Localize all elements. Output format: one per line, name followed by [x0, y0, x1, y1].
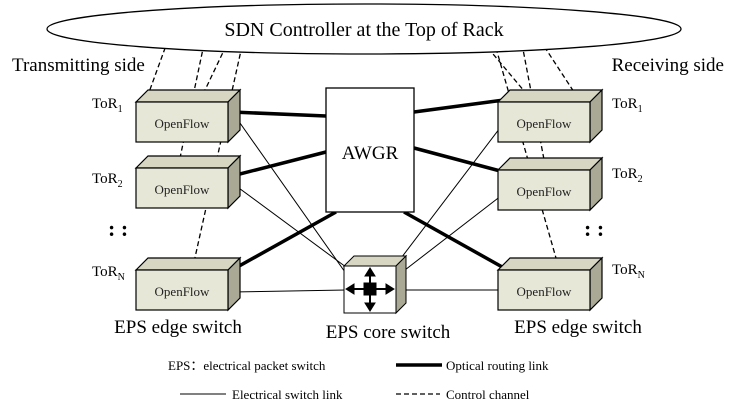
controller-label: SDN Controller at the Top of Rack [224, 19, 503, 41]
legend-control-label: Control channel [446, 387, 530, 402]
tor-label-subscript: 1 [118, 104, 123, 115]
tor-label-prefix: ToR [92, 264, 118, 280]
tor-switch-left-N: OpenFlow ToRN [92, 256, 242, 312]
sdn-controller: SDN Controller at the Top of Rack [46, 3, 682, 55]
tor-label-1: ToR1 [612, 96, 643, 115]
receiving-side-label: Receiving side [612, 55, 724, 76]
tor-box-front [135, 101, 229, 143]
openflow-label: OpenFlow [517, 284, 573, 299]
core-switch-top [342, 255, 408, 267]
tor-box-top [134, 155, 242, 169]
optical-link [231, 110, 327, 118]
electrical-link [391, 119, 507, 271]
tor-switch-left-2: OpenFlow ToR2 [92, 154, 242, 210]
optical-link [231, 150, 327, 178]
controller-ellipse [46, 3, 682, 55]
electrical-link [231, 289, 347, 293]
awgr: AWGR [325, 87, 415, 213]
control-channel [193, 45, 243, 263]
openflow-label: OpenFlow [517, 184, 573, 199]
tor-label-1: ToR1 [92, 96, 123, 115]
tor-label-prefix: ToR [612, 166, 638, 182]
awgr-label: AWGR [342, 143, 399, 164]
openflow-label: OpenFlow [155, 116, 211, 131]
transmitting-side-label: Transmitting side [12, 55, 145, 76]
openflow-label: OpenFlow [517, 116, 573, 131]
electrical-link [227, 179, 351, 271]
control-channel [495, 47, 557, 259]
tor-label-subscript: 2 [118, 179, 123, 190]
tor-label-prefix: ToR [92, 96, 118, 112]
tor-box-top [134, 257, 242, 271]
tor-box-top [496, 89, 604, 103]
openflow-label: OpenFlow [155, 182, 211, 197]
tor-box-top [496, 157, 604, 171]
legend: EPS：electrical packet switch Optical rou… [168, 358, 549, 402]
tor-box-front [135, 167, 229, 209]
optical-link [413, 98, 505, 114]
tor-label-N: ToRN [92, 264, 125, 283]
tor-label-subscript: 1 [638, 104, 643, 115]
tor-label-prefix: ToR [92, 171, 118, 187]
optical-links [231, 98, 505, 272]
tor-label-prefix: ToR [612, 262, 638, 278]
tor-label-subscript: 2 [638, 174, 643, 185]
tor-box-front [497, 269, 591, 311]
tor-switch-left-1: OpenFlow ToR1 [92, 88, 242, 144]
openflow-label: OpenFlow [155, 284, 211, 299]
tor-box-top [496, 257, 604, 271]
tor-switches: OpenFlowToR1OpenFlowToR2OpenFlowToRNOpen… [92, 88, 645, 312]
legend-optical-label: Optical routing link [446, 358, 549, 373]
tor-label-subscript: N [638, 270, 645, 281]
right-edge-switch-label: EPS edge switch [514, 317, 642, 338]
tor-box-top [134, 89, 242, 103]
tor-label-subscript: N [118, 272, 125, 283]
optical-link [231, 210, 337, 272]
tor-box-front [497, 101, 591, 143]
tor-label-2: ToR2 [92, 171, 123, 190]
optical-link [403, 210, 505, 270]
awgr-box [325, 87, 415, 213]
core-switch-side [395, 254, 407, 315]
tor-label-prefix: ToR [612, 96, 638, 112]
optical-link [413, 146, 505, 174]
eps-core-switch [342, 254, 408, 315]
electrical-link [227, 105, 353, 283]
four-way-arrow-icon [345, 267, 395, 312]
left-edge-switch-label: EPS edge switch [114, 317, 242, 338]
tor-box-front [497, 169, 591, 211]
control-channel [487, 47, 531, 99]
core-switch-label: EPS core switch [326, 322, 451, 343]
tor-switch-right-N: OpenFlow ToRN [496, 256, 645, 312]
tor-box-front [135, 269, 229, 311]
legend-electrical-label: Electrical switch link [232, 387, 343, 402]
tor-label-2: ToR2 [612, 166, 643, 185]
tor-switch-right-2: OpenFlow ToR2 [496, 156, 643, 212]
tor-switch-right-1: OpenFlow ToR1 [496, 88, 643, 144]
legend-eps-definition: EPS：electrical packet switch [168, 358, 326, 373]
left-dots: : : [108, 216, 128, 241]
tor-label-N: ToRN [612, 262, 645, 281]
right-dots: : : [584, 216, 604, 241]
control-channel [147, 39, 169, 96]
